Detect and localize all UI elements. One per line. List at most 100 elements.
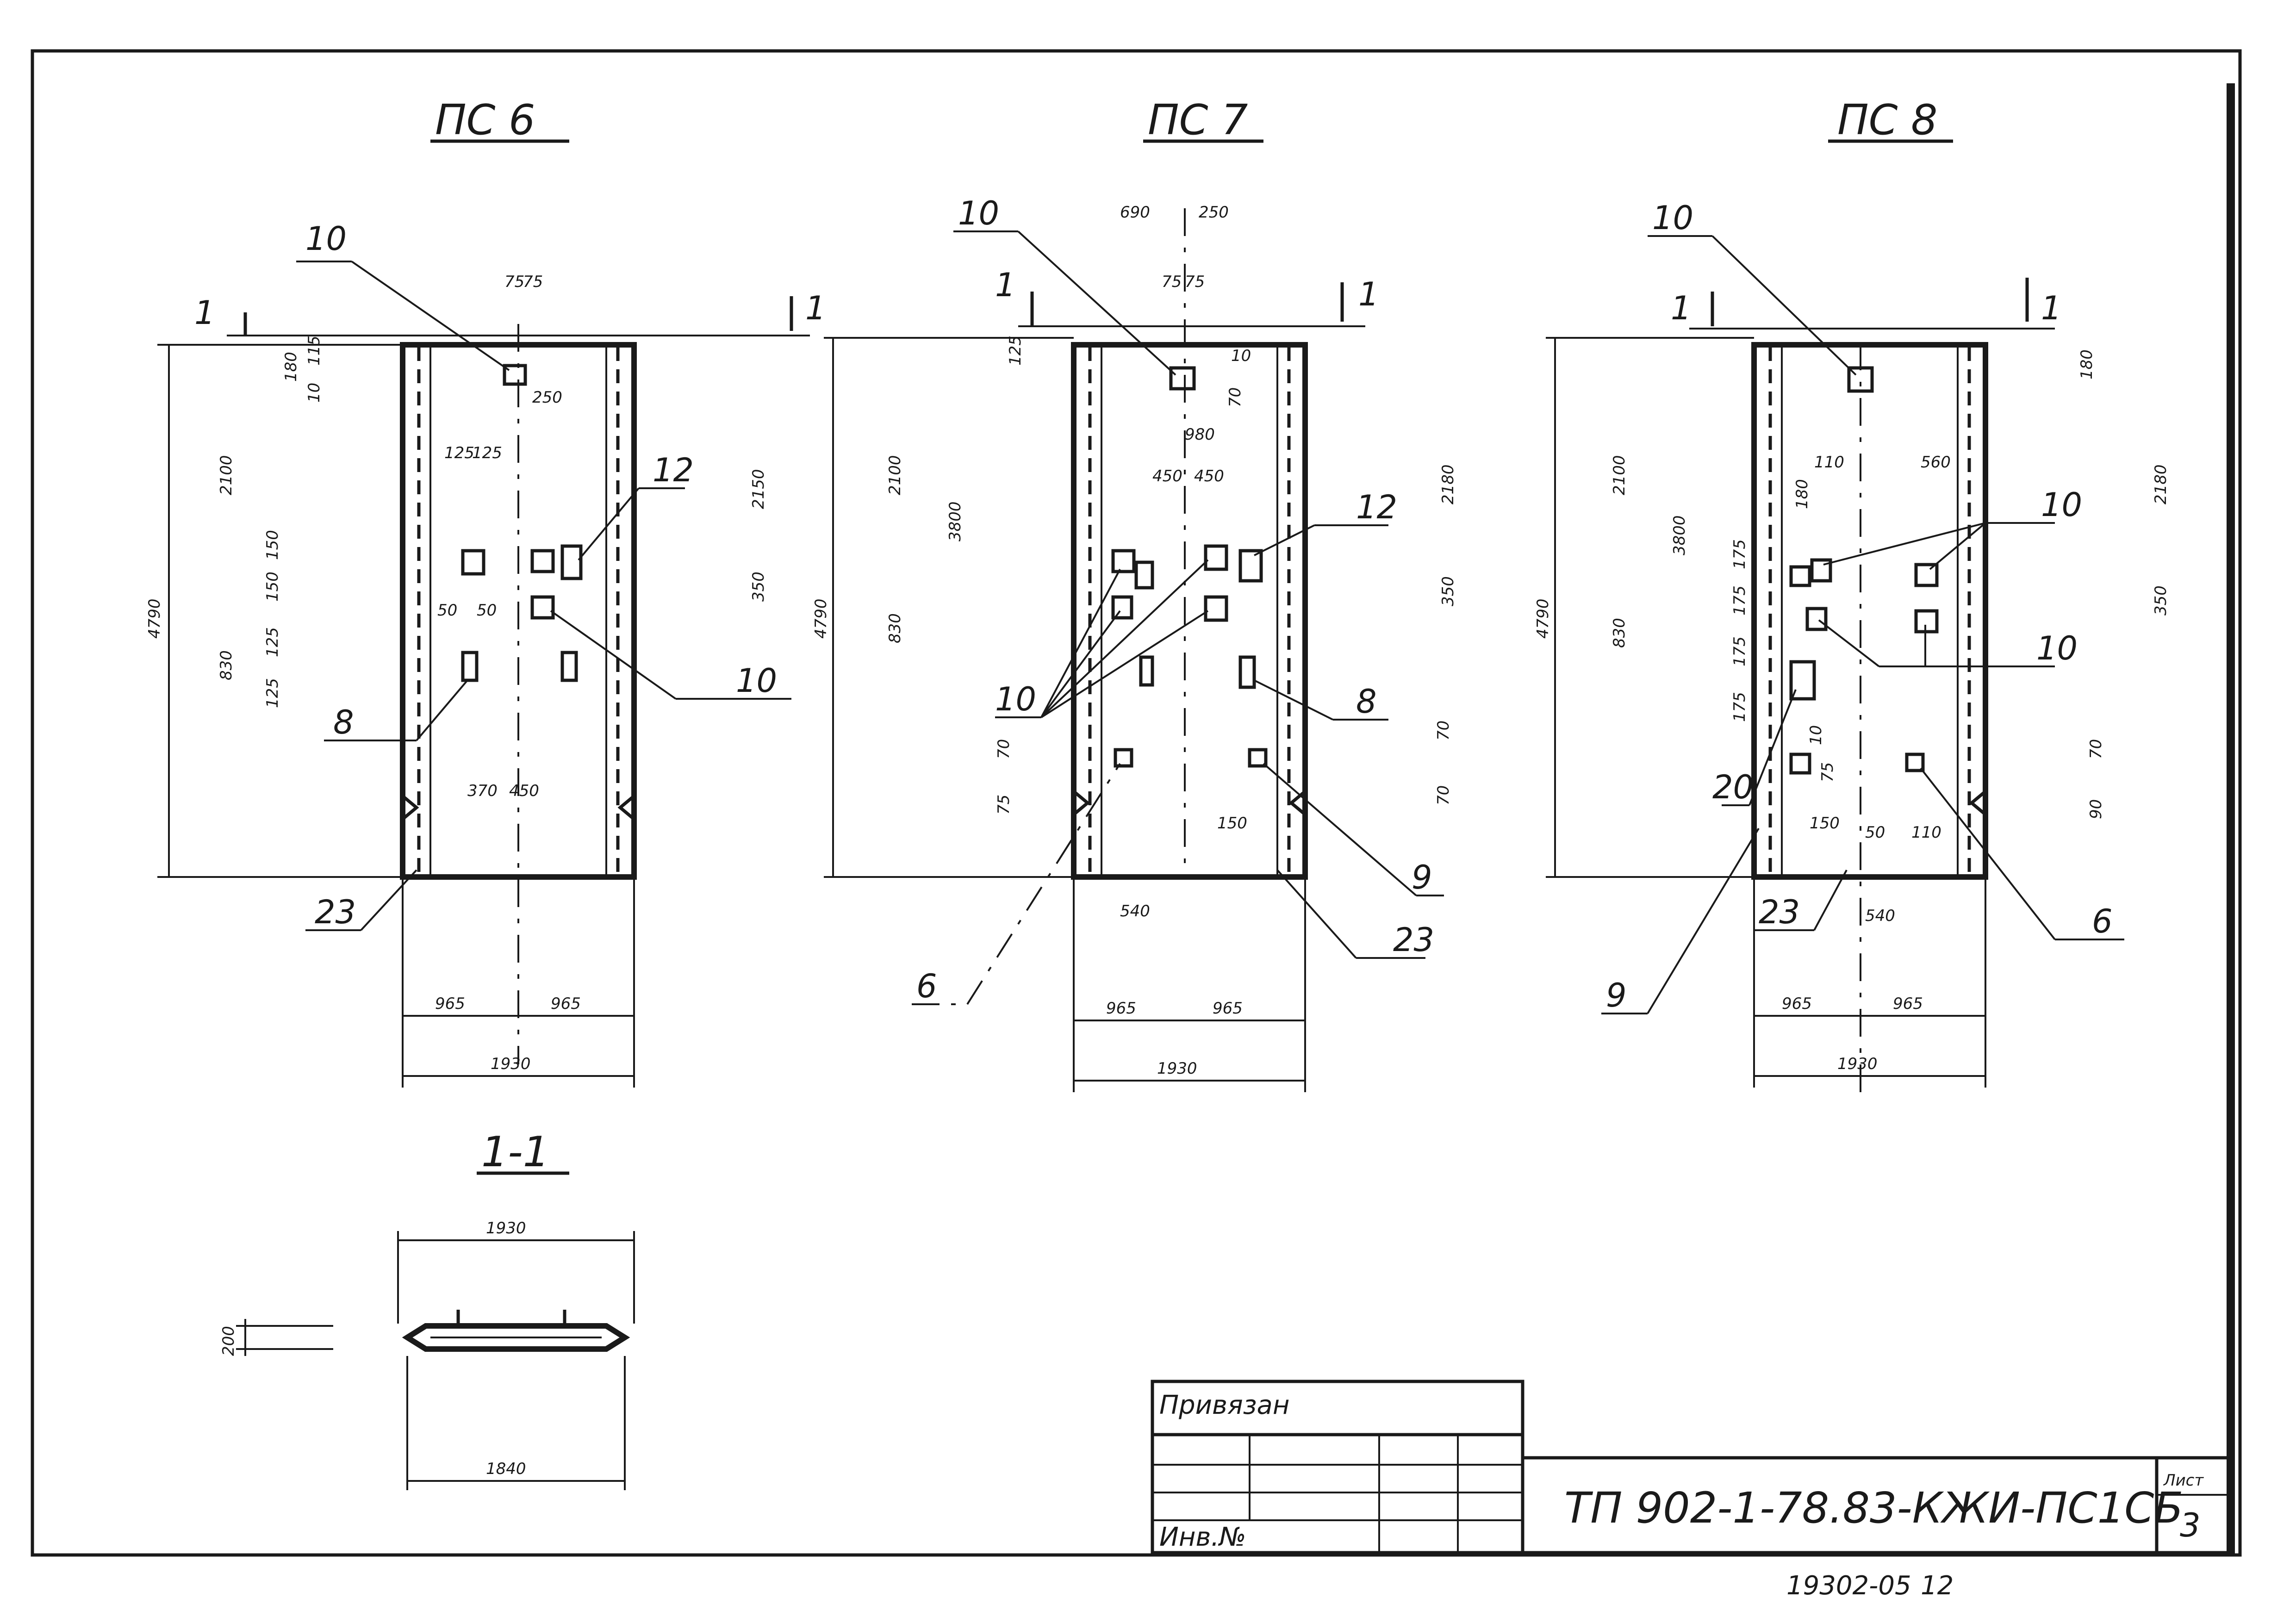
- embed-item: [1789, 660, 1816, 701]
- embed-item: [1810, 558, 1832, 583]
- callout: 10: [736, 662, 777, 700]
- dim-value: 125: [472, 444, 502, 462]
- section-mark-right: 1: [805, 289, 826, 327]
- embed-item: [1114, 748, 1133, 768]
- dim-value: 75: [1818, 762, 1837, 782]
- dim-value: 75: [1162, 273, 1182, 291]
- section-profile: [402, 1323, 630, 1352]
- dim-value: 70: [995, 739, 1013, 759]
- section-mark-left: 1: [1671, 289, 1692, 327]
- dim-value: 3800: [946, 501, 964, 541]
- leader: [1748, 689, 1797, 806]
- leader: [351, 261, 510, 371]
- embed-item: [503, 364, 527, 386]
- dim-value: 175: [1730, 585, 1749, 616]
- callout: 6: [2092, 902, 2113, 940]
- dim-value: 175: [1730, 539, 1749, 569]
- view-title: ПС 7: [1148, 96, 1248, 144]
- leader: [966, 763, 1121, 1005]
- view-ps7: ПС 7 1 1 4790 965 965: [812, 96, 1457, 1092]
- leader: [1647, 827, 1760, 1014]
- footer-page: 12: [1921, 1571, 1954, 1601]
- dim-value: 125: [263, 678, 282, 708]
- notch-left: [401, 795, 419, 821]
- dim-value: 2180: [2152, 464, 2170, 504]
- view-ps6: ПС 6 1 1 4790 965 96: [145, 96, 826, 1088]
- callout: 23: [1759, 893, 1800, 931]
- dim-value: 70: [2087, 739, 2105, 759]
- dim-value: 2100: [217, 455, 236, 495]
- dim-half-right: 965: [551, 995, 581, 1013]
- embed-item: [461, 651, 479, 682]
- callout: 6: [916, 967, 937, 1005]
- sheet-label: Лист: [2163, 1471, 2204, 1490]
- dim-value: 350: [1439, 576, 1457, 606]
- callout: 9: [1606, 976, 1627, 1014]
- dim-value: 175: [1730, 636, 1749, 666]
- stamp-main-box: [1521, 1456, 2233, 1555]
- dim-thickness: 200: [219, 1326, 238, 1356]
- stamp-inv-label: Инв.№: [1159, 1522, 1246, 1552]
- dim-value: 70: [1226, 387, 1244, 407]
- embed-item: [560, 651, 578, 682]
- dim-value: 180: [1793, 479, 1811, 509]
- leader: [578, 487, 640, 561]
- dim-bottom-width: 1840: [486, 1460, 526, 1478]
- view-title: ПС 6: [435, 96, 535, 144]
- dim-value: 180: [282, 352, 300, 382]
- dim-full-width: 1930: [1157, 1059, 1197, 1078]
- panel-outline: [1751, 342, 1988, 880]
- callout: 12: [1356, 488, 1397, 526]
- section-mark-left: 1: [194, 294, 215, 332]
- dim-value: 50: [477, 601, 497, 620]
- callout: 10: [2036, 629, 2078, 667]
- dim-value: 2100: [886, 455, 904, 495]
- embed-item: [1905, 752, 1925, 772]
- dim-value: 450: [509, 782, 539, 800]
- dim-value: 540: [1120, 902, 1150, 920]
- dim-value: 980: [1185, 425, 1215, 444]
- dim-value: 830: [886, 613, 904, 643]
- dim-value: 830: [1610, 618, 1629, 648]
- dim-value: 70: [1434, 721, 1453, 740]
- dim-value: 75: [523, 273, 543, 291]
- title-block: Привязан Инв.№ ТП 902-1-78.83-КЖИ-ПС1СБ …: [1151, 1380, 2233, 1601]
- embed-item: [1134, 560, 1154, 590]
- callout: 9: [1412, 858, 1432, 896]
- leader: [1254, 524, 1315, 556]
- embed-item: [1789, 565, 1811, 587]
- leader: [360, 869, 417, 931]
- stamp-header: Привязан: [1159, 1390, 1289, 1420]
- callout: 23: [315, 893, 356, 931]
- dim-value: 830: [217, 650, 236, 680]
- leader: [1254, 679, 1333, 721]
- callout: 10: [1652, 199, 1693, 237]
- embed-item: [1204, 595, 1228, 622]
- dim-half-left: 965: [1106, 999, 1136, 1018]
- callout: 10: [305, 220, 347, 258]
- dim-value: 150: [1810, 814, 1840, 833]
- embed-item: [530, 595, 555, 620]
- view-ps8: ПС 8 1 1 4790 965 965 1930 180: [1534, 96, 2170, 1092]
- dim-value: 150: [263, 572, 282, 602]
- document-code: ТП 902-1-78.83-КЖИ-ПС1СБ: [1564, 1483, 2183, 1533]
- dim-value: 3800: [1670, 515, 1689, 555]
- dim-value: 2100: [1610, 455, 1629, 495]
- dim-value: 180: [2078, 349, 2096, 379]
- dim-value: 125: [444, 444, 474, 462]
- dim-value: 150: [263, 530, 282, 560]
- leader: [550, 610, 677, 700]
- dim-value: 50: [437, 601, 457, 620]
- dim-height: 4790: [1534, 598, 1552, 639]
- callout: 10: [958, 194, 999, 232]
- embed-item: [1248, 748, 1268, 768]
- embed-item: [461, 549, 485, 576]
- dim-value: 370: [467, 782, 498, 800]
- dim-half-right: 965: [1213, 999, 1243, 1018]
- dim-value: 175: [1730, 692, 1749, 722]
- callout: 20: [1712, 768, 1754, 806]
- notch-right: [617, 795, 635, 821]
- dim-value: 10: [1231, 347, 1251, 365]
- leader: [1276, 869, 1357, 959]
- embed-item: [530, 549, 555, 573]
